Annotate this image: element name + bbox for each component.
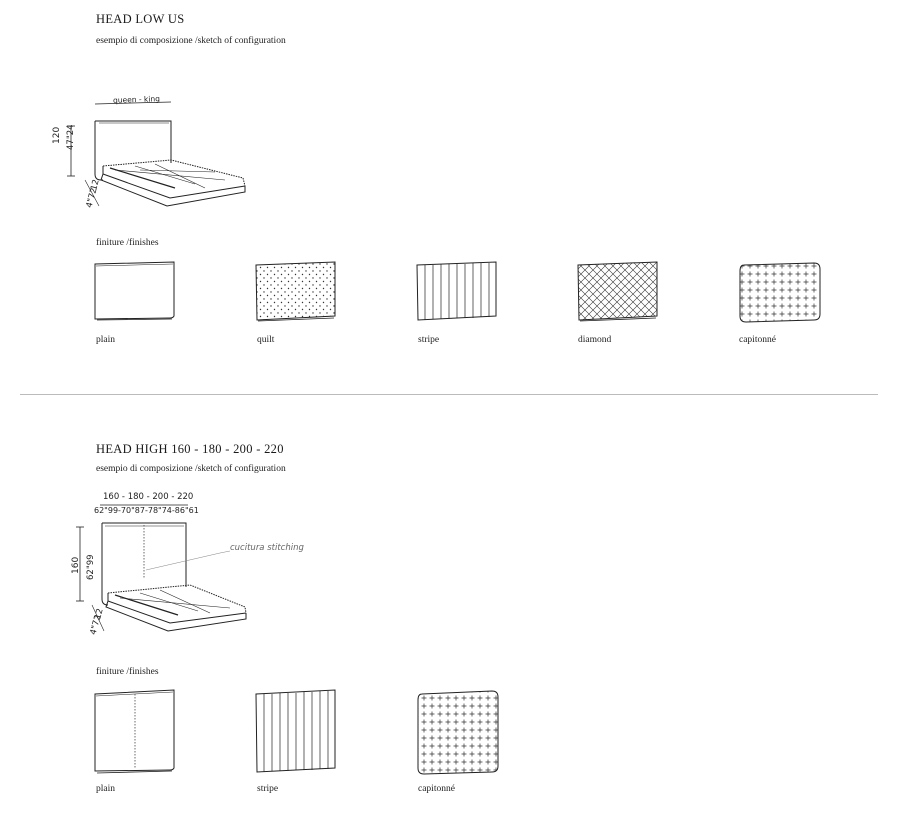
- dim-height-cm-high: 160: [71, 556, 81, 574]
- section-subtitle-high: esempio di composizione /sketch of confi…: [96, 464, 286, 474]
- swatch-capitonne: [739, 262, 821, 323]
- swatch-stripe-high: [255, 689, 336, 773]
- swatch-capitonne-high: [417, 690, 499, 775]
- swatch-quilt: [255, 261, 336, 322]
- finish-label-stripe-high: stripe: [257, 784, 279, 794]
- dim-width-high: 160 - 180 - 200 - 220: [103, 492, 194, 502]
- dim-width: queen - king: [112, 94, 161, 105]
- finish-label-capitonne: capitonné: [739, 335, 776, 345]
- finish-label-quilt: quilt: [257, 335, 275, 345]
- section-subtitle-low: esempio di composizione /sketch of confi…: [96, 36, 286, 46]
- finish-label-stripe: stripe: [418, 335, 440, 345]
- dim-width-in-high: 62"99-70"87-78"74-86"61: [94, 506, 199, 515]
- swatch-diamond: [577, 261, 658, 322]
- finishes-label-low: finiture /finishes: [96, 238, 159, 248]
- bed-sketch-low: [67, 101, 246, 207]
- stitching-note: cucitura stitching: [230, 543, 304, 553]
- finish-label-capitonne-high: capitonné: [418, 784, 455, 794]
- section-title-high: HEAD HIGH 160 - 180 - 200 - 220: [96, 442, 284, 456]
- swatch-plain-high: [94, 689, 175, 774]
- bed-sketch-high: [76, 504, 247, 632]
- swatch-stripe: [416, 261, 497, 321]
- dim-height-in: 47"24: [66, 124, 76, 150]
- swatch-plain: [94, 261, 175, 321]
- finish-label-diamond: diamond: [578, 335, 612, 345]
- finishes-label-high: finiture /finishes: [96, 667, 159, 677]
- finish-label-plain: plain: [96, 335, 115, 345]
- section-title-low: HEAD LOW US: [96, 12, 185, 26]
- section-divider: [20, 394, 878, 395]
- finish-label-plain-high: plain: [96, 784, 115, 794]
- dim-height-cm: 120: [52, 126, 62, 144]
- dim-height-in-high: 62"99: [86, 554, 96, 580]
